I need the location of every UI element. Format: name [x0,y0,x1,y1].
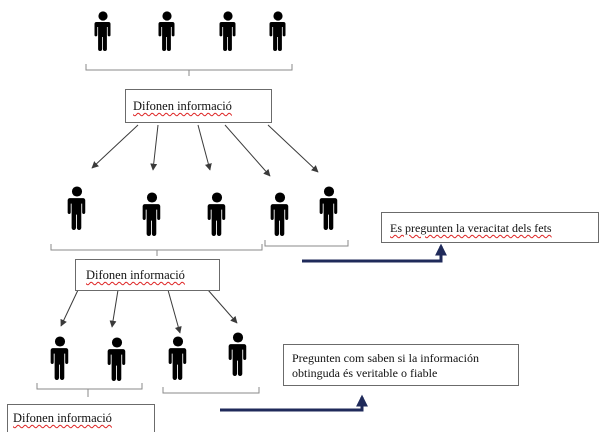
person-icon [270,192,289,236]
person-icon [142,192,161,236]
row1-people [94,11,286,51]
spread-info-box-2: Difonen informació [75,259,220,291]
person-icon [219,11,236,51]
group-bracket [36,383,143,397]
veracity-question-box: Es pregunten la veracitat dels fets [381,212,599,243]
subgroup-bracket [264,240,349,247]
person-icon [269,11,286,51]
box-label: Difonen informació [133,99,232,113]
person-icon [207,192,226,236]
person-icon [158,11,175,51]
person-icon [168,336,187,380]
spread-arrows-2 [60,289,238,334]
person-icon [319,186,338,230]
group-bracket [85,64,293,76]
box-label: Difonen informació [13,411,112,425]
person-icon [67,186,86,230]
spread-info-box-1: Difonen informació [125,89,272,123]
group-bracket [50,244,263,256]
person-icon [228,332,247,376]
person-icon [50,336,69,380]
question-arrow-1 [302,243,447,263]
spread-info-box-3: Difonen informació [7,404,155,432]
box-label-line2: obtinguda és veritable o fiable [292,366,438,380]
reliability-question-box: Pregunten com saben si la información ob… [283,344,519,386]
person-icon [94,11,111,51]
box-label: Difonen informació [86,268,185,282]
person-icon [107,337,126,381]
box-label: Es pregunten la veracitat dels fets [390,221,552,235]
row2-people [67,186,338,236]
row3-people [50,332,247,381]
question-arrow-2 [220,394,368,412]
box-label-line1: Pregunten com saben si la información [292,351,479,365]
subgroup-bracket [162,387,260,394]
spread-arrows-1 [91,124,319,177]
